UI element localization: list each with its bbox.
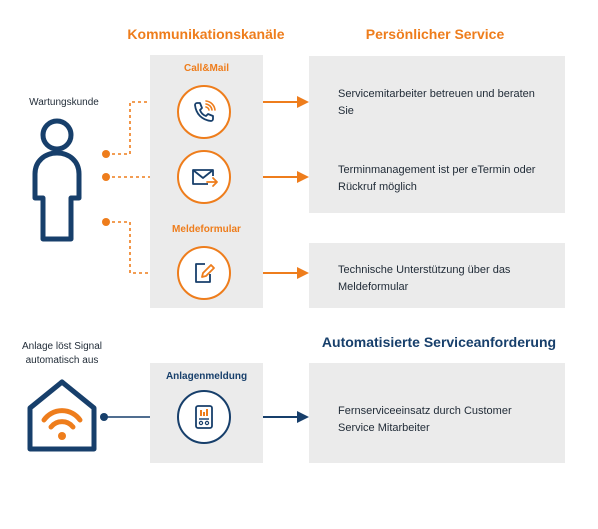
- channel-system-device: [177, 390, 231, 444]
- mail-icon: [192, 169, 218, 187]
- channel-phone: [177, 85, 231, 139]
- customer-label: Wartungskunde: [29, 97, 99, 108]
- channel-form: [177, 246, 231, 300]
- connector-dot: [100, 413, 108, 421]
- person-icon: [32, 118, 82, 242]
- arrow-icon: [297, 267, 309, 279]
- arrow-icon: [297, 96, 309, 108]
- heading-personal-service: Persönlicher Service: [365, 26, 505, 42]
- service-text-advice: Servicemitarbeiter betreuen und beraten …: [338, 88, 535, 117]
- device-icon: [195, 405, 213, 429]
- channel-label-form: Meldeformular: [172, 224, 241, 235]
- form-edit-icon: [195, 263, 215, 283]
- phone-icon: [194, 100, 216, 122]
- channel-label-callmail: Call&Mail: [183, 63, 229, 74]
- channel-label-system: Anlagenmeldung: [165, 371, 248, 382]
- connector-dot: [102, 150, 110, 158]
- arrow-icon: [297, 171, 309, 183]
- connector-dot: [102, 218, 110, 226]
- channel-mail: [177, 150, 231, 204]
- service-text-remote: Fernserviceeinsatz durch Customer Servic…: [338, 405, 512, 434]
- house-wifi-icon: [27, 379, 97, 452]
- automated-service-panel: [309, 363, 565, 463]
- service-text-technical: Technische Unterstützung über das Meldef…: [338, 264, 511, 293]
- form-service-panel: [309, 243, 565, 308]
- connector-dot: [102, 173, 110, 181]
- system-label: Anlage löst Signal automatisch aus: [21, 341, 103, 366]
- personal-service-panel: [309, 56, 565, 213]
- heading-automated-request: Automatisierte Serviceanforderung: [321, 334, 557, 350]
- heading-channels: Kommunikationskanäle: [127, 26, 285, 42]
- service-text-appointment: Terminmanagement ist per eTermin oder Rü…: [338, 164, 536, 193]
- arrow-icon: [297, 411, 309, 423]
